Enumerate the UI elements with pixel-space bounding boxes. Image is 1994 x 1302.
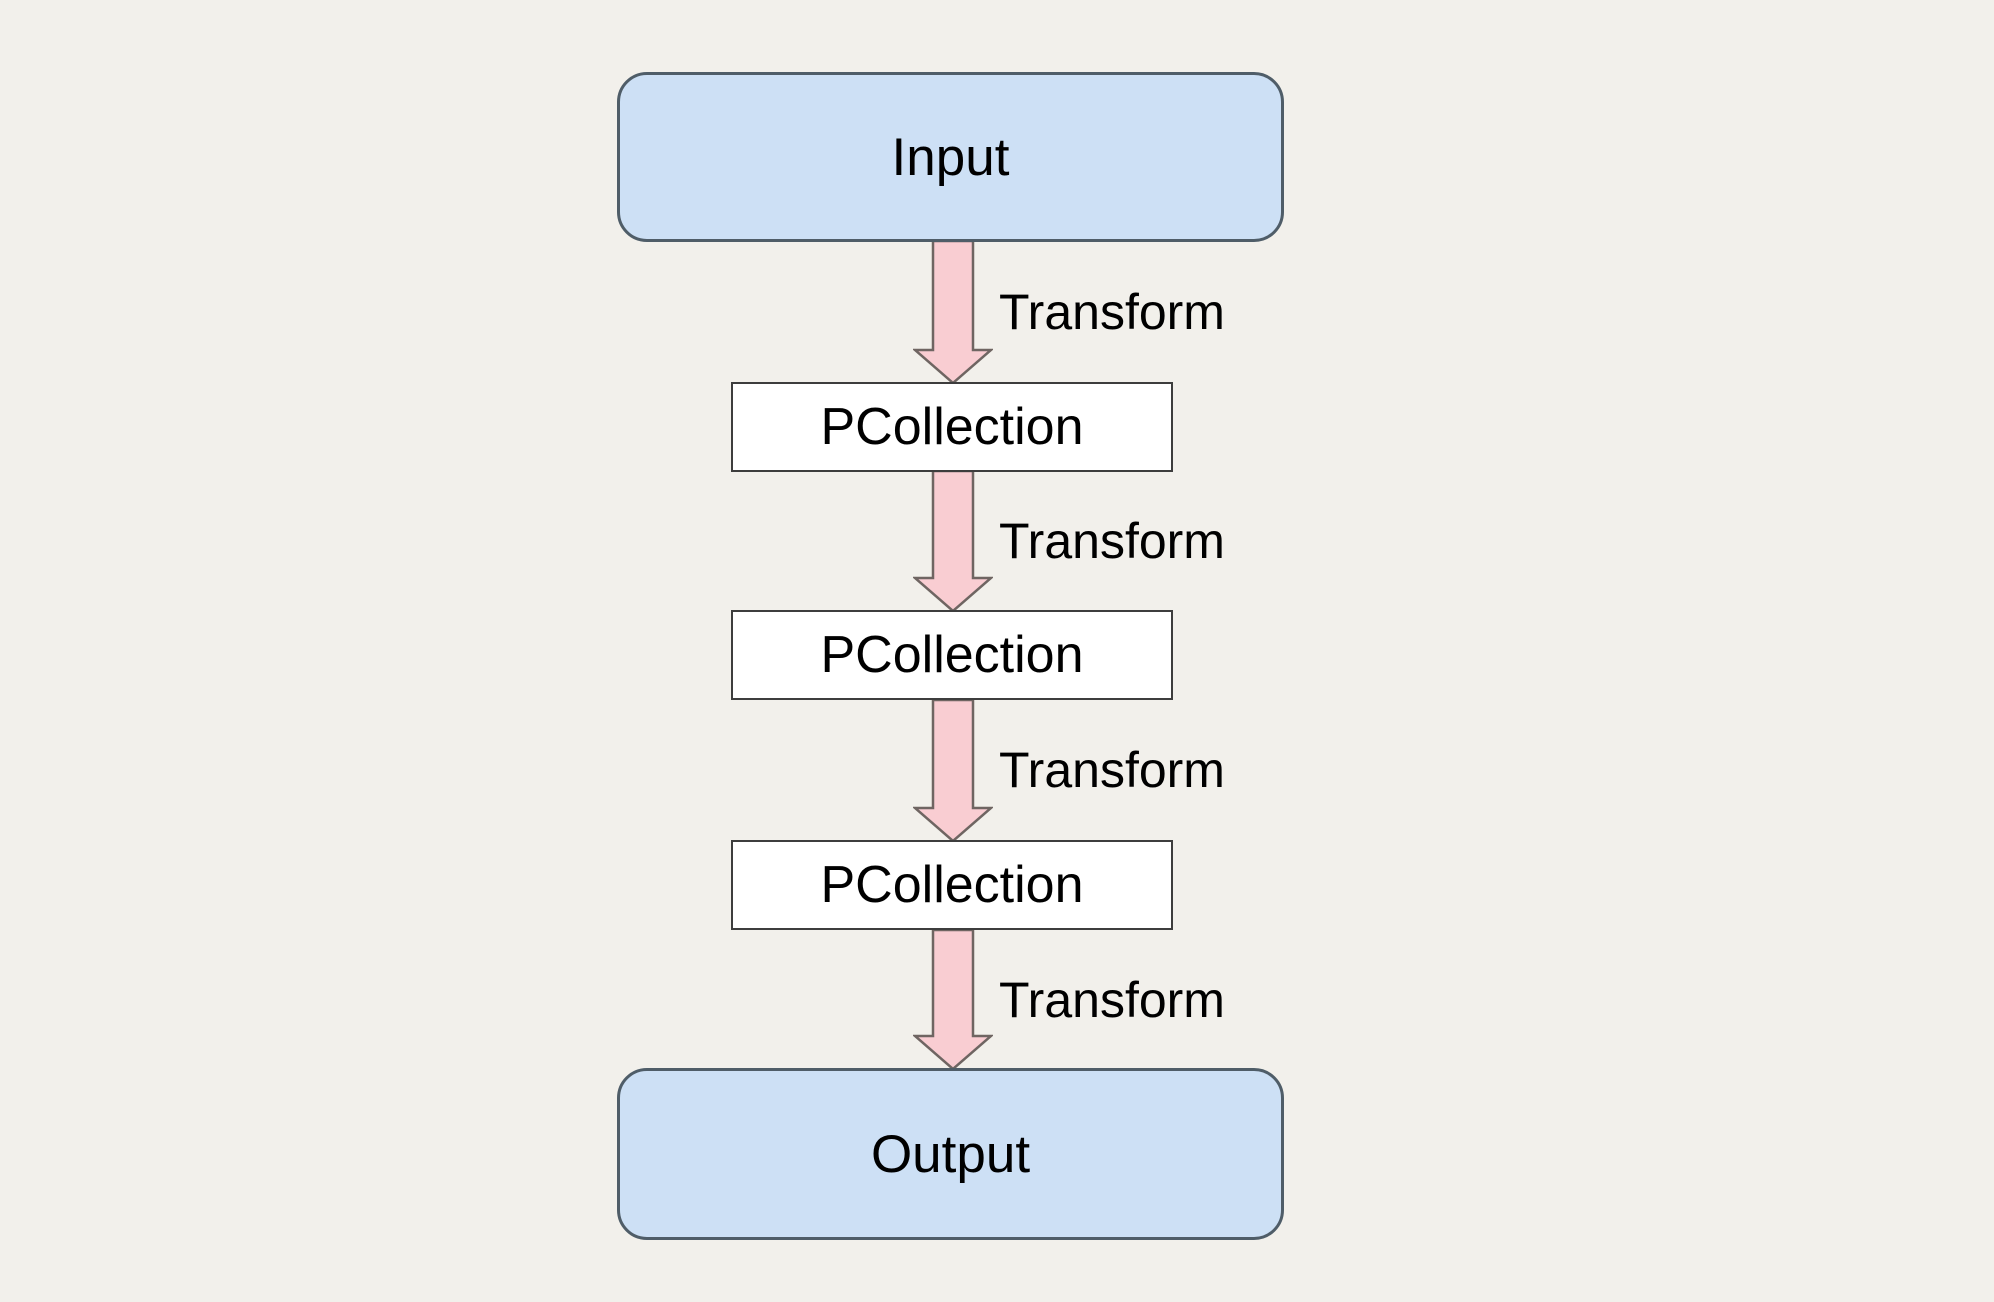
node-pcollection-2-label: PCollection <box>820 626 1084 684</box>
edge-label-transform-3: Transform <box>999 742 1225 798</box>
node-input: Input <box>617 72 1284 242</box>
arrow-down-icon <box>913 470 993 612</box>
edge-label-transform-2: Transform <box>999 513 1225 569</box>
node-pcollection-1-label: PCollection <box>820 398 1084 456</box>
edge-transform-2 <box>913 470 993 612</box>
edge-transform-3 <box>913 699 993 842</box>
block-arrow-shape <box>913 470 993 612</box>
arrow-down-icon <box>913 699 993 842</box>
arrow-down-icon <box>913 240 993 384</box>
node-output: Output <box>617 1068 1284 1240</box>
block-arrow-shape <box>913 929 993 1070</box>
node-input-label: Input <box>891 127 1010 187</box>
node-pcollection-3-label: PCollection <box>820 856 1084 914</box>
edge-label-transform-4: Transform <box>999 972 1225 1028</box>
node-pcollection-1: PCollection <box>731 382 1173 472</box>
node-output-label: Output <box>870 1124 1031 1184</box>
node-pcollection-3: PCollection <box>731 840 1173 930</box>
edge-transform-4 <box>913 929 993 1070</box>
block-arrow-shape <box>913 699 993 842</box>
block-arrow-shape <box>913 240 993 384</box>
edge-label-transform-1: Transform <box>999 284 1225 340</box>
edge-transform-1 <box>913 240 993 384</box>
node-pcollection-2: PCollection <box>731 610 1173 700</box>
arrow-down-icon <box>913 929 993 1070</box>
